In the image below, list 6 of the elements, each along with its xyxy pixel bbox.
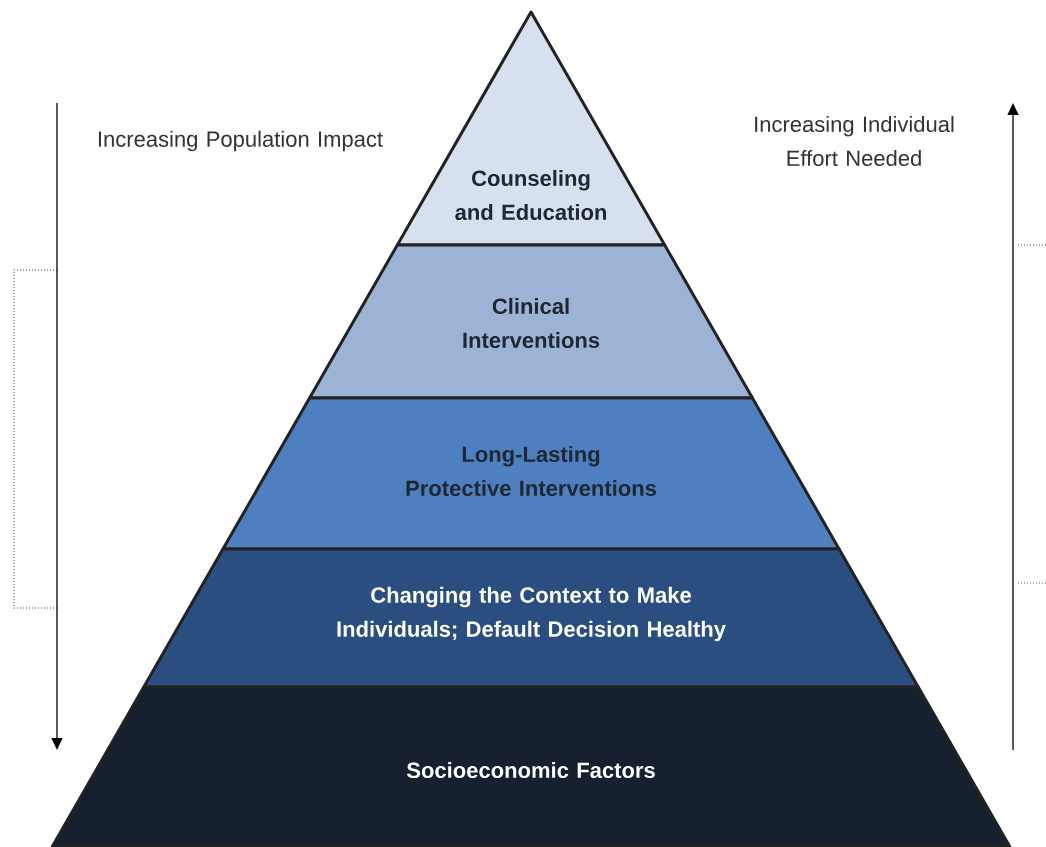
pyramid-tier: Clinical Interventions bbox=[308, 243, 754, 400]
pyramid-tier: Long-Lasting Protective Interventions bbox=[221, 396, 841, 551]
pyramid-tier: Counseling and Education bbox=[395, 10, 667, 247]
pyramid-tier: Changing the Context to Make Individuals; Default Decision Healthy bbox=[142, 547, 920, 689]
pyramid-tier: Socioeconomic Factors bbox=[50, 685, 1012, 847]
axis-label: Increasing Individual Effort Needed bbox=[755, 115, 954, 167]
